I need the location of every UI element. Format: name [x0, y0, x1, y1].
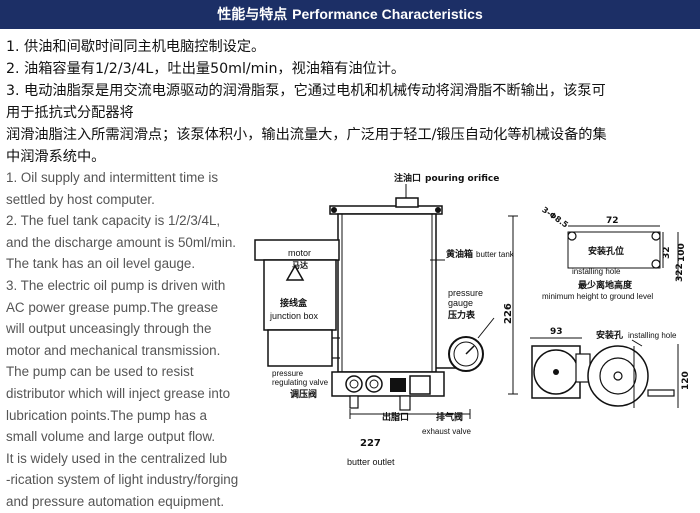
junction-box-label-zh: 接线盒 [280, 297, 308, 309]
dimension-120: 120 [681, 371, 691, 390]
pouring-orifice-cap [395, 197, 419, 208]
zh-line: 2. 油箱容量有1/2/3/4L，吐出量50ml/min，视油箱有油位计。 [6, 61, 406, 77]
en-line: motor and mechanical transmission. [6, 342, 221, 358]
outlet-label-zh: 出脂口 [382, 411, 409, 423]
pump-diagram: 注油口 pouring orifice motor 马达 接线盒 junctio… [254, 172, 691, 467]
regulating-valve-label-zh: 调压阀 [290, 388, 317, 400]
en-line: The pump can be used to resist [6, 364, 194, 380]
motor-body [263, 259, 337, 331]
dimension-100: 100 [677, 243, 687, 262]
butter-outlet-label: butter outlet [347, 457, 395, 467]
dimension-227: 227 [360, 438, 381, 449]
en-line: lubrication points.The pump has a [6, 407, 207, 423]
english-description: 1. Oil supply and intermittent time is s… [6, 167, 254, 513]
min-height-label-en: minimum height to ground level [542, 292, 653, 301]
zh-line: 中润滑系统中。 [6, 149, 106, 165]
butter-tank [337, 213, 437, 373]
min-height-label-zh: 最少离地高度 [578, 279, 633, 291]
motor-label-zh: 马达 [292, 260, 308, 270]
en-line: It is widely used in the centralized lub [6, 450, 228, 466]
section-title-en: Performance Characteristics [292, 6, 483, 22]
en-line: and the discharge amount is 50ml/min. [6, 234, 236, 250]
pouring-orifice-label-zh: 注油口 [394, 172, 421, 184]
tank-lid [329, 205, 443, 215]
pressure-gauge-label-en: gauge [448, 298, 473, 308]
outlet-block [390, 378, 406, 392]
en-line: 2. The fuel tank capacity is 1/2/3/4L, [6, 213, 221, 229]
exhaust-block [409, 375, 431, 395]
mounting-hole [651, 231, 661, 241]
en-line: 3. The electric oil pump is driven with [6, 277, 226, 293]
zh-line: 用于抵抗式分配器将 [6, 105, 134, 121]
section-header: 性能与特点 Performance Characteristics [0, 0, 700, 29]
motor-lower-housing [267, 329, 333, 367]
mounting-plate [567, 231, 661, 269]
en-line: settled by host computer. [6, 191, 155, 207]
dimension-322: 322 [675, 263, 685, 282]
pressure-gauge-label-en: pressure [448, 288, 483, 298]
exhaust-valve-label-zh: 排气阀 [436, 411, 463, 423]
dimension-32: 32 [662, 246, 672, 259]
butter-tank-label-en: butter tank [476, 250, 515, 259]
mounting-hole [651, 259, 661, 269]
en-line: and pressure automation equipment. [6, 493, 225, 509]
en-line: 1. Oil supply and intermittent time is [6, 170, 219, 185]
dimension-72: 72 [606, 216, 619, 226]
en-line: The tank has an oil level gauge. [6, 256, 196, 272]
pouring-orifice-label-en: pouring orifice [425, 174, 499, 184]
motor-label-en: motor [288, 248, 311, 258]
en-line: distributor which will inject grease int… [6, 385, 231, 401]
mounting-hole [567, 231, 577, 241]
en-line: will output unceasingly through the [6, 321, 212, 337]
dimension-93: 93 [550, 327, 563, 337]
exhaust-valve-label-en: exhaust valve [422, 427, 471, 436]
chinese-description: 1. 供油和间歇时间同主机电脑控制设定。 2. 油箱容量有1/2/3/4L，吐出… [6, 36, 696, 168]
regulating-valve-label-en: regulating valve [272, 378, 329, 387]
install-hole-label-zh: 安装孔 [596, 329, 623, 341]
en-line: AC power grease pump.The grease [6, 299, 219, 315]
mounting-hole-label-zh: 安装孔位 [588, 245, 624, 257]
section-title-zh: 性能与特点 [217, 7, 288, 23]
hole-spec-label: 3-Φ8.5 [540, 205, 570, 230]
regulating-valve-label-en: pressure [272, 369, 304, 378]
lid-bolt [331, 207, 337, 213]
mounting-hole-label-en: installing hole [572, 267, 621, 276]
zh-line: 1. 供油和间歇时间同主机电脑控制设定。 [6, 39, 266, 55]
junction-box-label-en: junction box [269, 311, 319, 321]
butter-outlet-fitting [399, 395, 411, 411]
install-hole-label-en: installing hole [628, 331, 677, 340]
pressure-gauge-label-zh: 压力表 [448, 309, 476, 321]
zh-line: 润滑油脂注入所需润滑点；该泵体积小，输出流量大，广泛用于轻工/锻压自动化等机械设… [6, 127, 607, 143]
zh-line: 3. 电动油脂泵是用交流电源驱动的润滑脂泵，它通过电机和机械传动将润滑脂不断输出… [6, 83, 606, 99]
warning-icon [285, 264, 305, 281]
butter-tank-label-zh: 黄油箱 [446, 248, 473, 260]
en-line: small volume and large output flow. [6, 429, 216, 445]
dimension-226: 226 [503, 303, 514, 324]
en-line: -rication system of light industry/forgi… [6, 472, 239, 488]
lid-bolt [435, 207, 441, 213]
